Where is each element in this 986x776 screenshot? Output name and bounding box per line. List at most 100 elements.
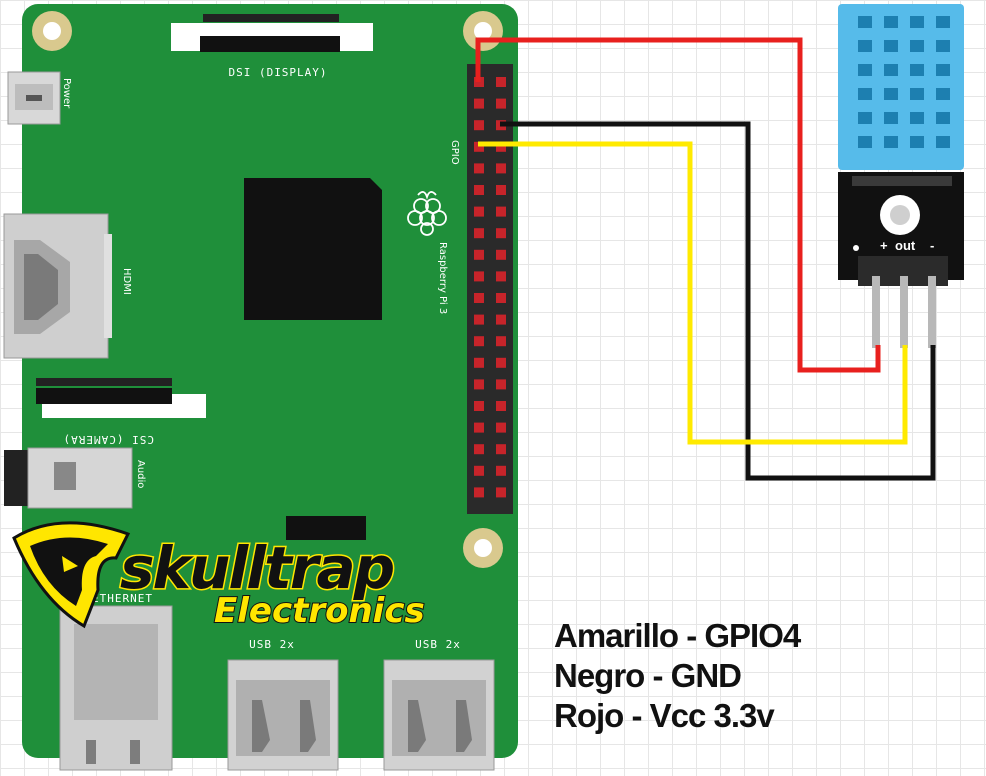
sensor-vent (858, 16, 872, 28)
usb-label-1: USB 2x (249, 638, 295, 651)
sensor-plus-label: + (880, 238, 888, 253)
mounting-holes (32, 11, 503, 568)
gpio-pin (496, 422, 506, 433)
sensor-vent (910, 64, 924, 76)
raspberry-pi-board (22, 4, 518, 758)
gpio-pin (474, 487, 484, 498)
dsi-connector (171, 14, 373, 52)
wire-yellow (478, 141, 908, 445)
gpio-pins (474, 77, 506, 498)
sensor-vent (910, 16, 924, 28)
gpio-pin (474, 444, 484, 455)
logo-sub-text: Electronics (214, 591, 425, 631)
sensor-vent (936, 112, 950, 124)
gpio-pin (474, 271, 484, 282)
sensor-vents (858, 16, 950, 148)
sensor-vent (858, 136, 872, 148)
sensor-vent (858, 112, 872, 124)
gpio-header (467, 64, 513, 514)
gpio-pin (474, 228, 484, 239)
ethernet-label: ETHERNET (92, 592, 153, 605)
sensor-vent (884, 64, 898, 76)
gpio-pin (474, 163, 484, 174)
sensor-vent (910, 88, 924, 100)
gpio-pin (474, 98, 484, 109)
gpio-pin (496, 465, 506, 476)
ethernet-port (59, 605, 173, 771)
sensor-vent (936, 16, 950, 28)
wires (475, 37, 936, 481)
gpio-pin (496, 336, 506, 347)
gpio-label: GPIO (449, 140, 460, 165)
gpio-pin (496, 163, 506, 174)
hdmi-label: HDMI (121, 268, 132, 295)
sensor-minus-label: - (930, 238, 934, 253)
gpio-pin (474, 185, 484, 195)
sensor-vent (936, 40, 950, 52)
legend-black: Negro - GND (554, 657, 742, 694)
gpio-pin (496, 379, 506, 390)
usb-port-2 (383, 659, 495, 771)
gpio-pin (496, 228, 506, 239)
sensor-vent (936, 136, 950, 148)
sensor-vent (884, 136, 898, 148)
sensor-vent (910, 40, 924, 52)
gpio-pin (496, 357, 506, 368)
audio-jack (4, 447, 133, 509)
gpio-pin (474, 357, 484, 368)
gpio-pin (496, 487, 506, 498)
gpio-pin (496, 98, 506, 109)
csi-connector (36, 378, 206, 418)
gpio-pin (474, 120, 484, 131)
dsi-label: DSI (DISPLAY) (228, 66, 327, 79)
gpio-pin (496, 249, 506, 260)
sensor-vent (884, 88, 898, 100)
gpio-pin (496, 206, 506, 217)
sensor-vent (884, 40, 898, 52)
board-name: Raspberry Pi 3 (437, 242, 448, 314)
gpio-pin (474, 206, 484, 217)
gpio-pin (474, 401, 484, 411)
gpio-pin (496, 141, 506, 152)
dht11-sensor: + out - (838, 4, 964, 348)
gpio-pin (496, 401, 506, 411)
gpio-pin (496, 271, 506, 282)
legend-yellow: Amarillo - GPIO4 (554, 617, 801, 654)
gpio-pin (474, 336, 484, 347)
wire-red (475, 37, 881, 373)
gpio-pin (474, 141, 484, 152)
audio-label: Audio (135, 460, 146, 488)
sensor-vent (884, 112, 898, 124)
gpio-pin (474, 379, 484, 390)
soc-chip (244, 178, 382, 320)
gpio-pin (474, 293, 484, 303)
sensor-vent (858, 64, 872, 76)
skulltrap-logo: skulltrap Electronics (12, 521, 426, 632)
sensor-vent (910, 112, 924, 124)
logo-main-text: skulltrap (120, 534, 394, 602)
gpio-pin (496, 77, 506, 87)
sensor-vent (936, 88, 950, 100)
sensor-vent (936, 64, 950, 76)
usb-controller-chip (286, 516, 366, 540)
sensor-vent (884, 16, 898, 28)
gpio-pin (496, 444, 506, 455)
power-label: Power (61, 78, 72, 109)
wire-black (500, 121, 936, 481)
gpio-pin (496, 293, 506, 303)
sensor-out-label: out (895, 238, 916, 253)
csi-label: CSI (CAMERA) (63, 433, 154, 446)
legend-red: Rojo - Vcc 3.3v (554, 697, 775, 734)
usb-label-2: USB 2x (415, 638, 461, 651)
gpio-pin (474, 465, 484, 476)
wiring-legend: Amarillo - GPIO4 Negro - GND Rojo - Vcc … (554, 616, 801, 736)
gpio-pin (474, 422, 484, 433)
usb-port-1 (227, 659, 339, 771)
gpio-pin (474, 314, 484, 325)
power-connector (7, 71, 61, 125)
hdmi-connector (3, 213, 112, 359)
sensor-vent (910, 136, 924, 148)
sensor-vent (858, 40, 872, 52)
gpio-pin (496, 314, 506, 325)
